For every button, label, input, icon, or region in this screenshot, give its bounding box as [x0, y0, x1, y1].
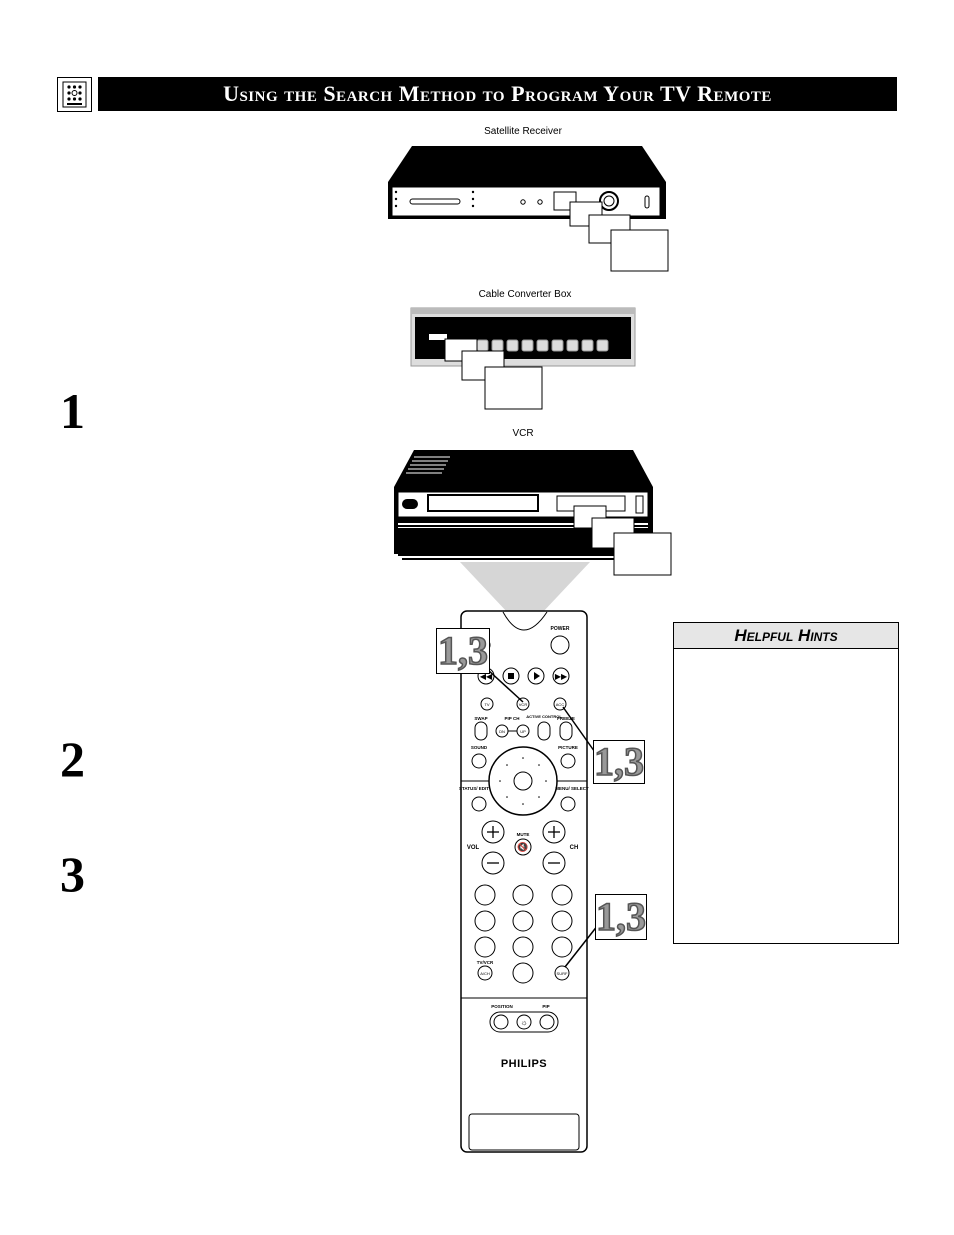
play-icon	[534, 672, 540, 680]
key-8[interactable]	[512, 936, 534, 958]
tv-button[interactable]	[480, 697, 494, 711]
cable-box-illustration	[410, 307, 636, 410]
acc-label: ACC	[556, 702, 565, 707]
fast-forward-button[interactable]	[552, 667, 570, 685]
menu-select-button[interactable]	[560, 796, 576, 812]
picture-label: PICTURE	[558, 745, 578, 750]
key-7[interactable]	[474, 936, 496, 958]
picture-button[interactable]	[560, 753, 576, 769]
cable-caption: Cable Converter Box	[478, 289, 572, 300]
remote-icon	[57, 77, 92, 112]
mute-label: MUTE	[517, 832, 530, 837]
brand-logo: PHILIPS	[501, 1058, 547, 1070]
pip-ch-label: PIP CH	[505, 716, 520, 721]
pip-button[interactable]	[539, 1014, 555, 1030]
key-3[interactable]	[551, 884, 573, 906]
step-3-number: 3	[60, 846, 85, 902]
active-control-button[interactable]	[537, 721, 551, 741]
step-2-number: 2	[60, 731, 85, 787]
freeze-label: FREEZE	[557, 716, 575, 721]
callout-lines	[487, 669, 599, 968]
key-2[interactable]	[512, 884, 534, 906]
vol-label: VOL	[467, 845, 480, 851]
ach-label: A/CH	[480, 971, 490, 976]
swap-button[interactable]	[474, 721, 488, 741]
swap-label: SWAP	[474, 716, 487, 721]
page-title: Using the Search Method to Program Your …	[98, 77, 897, 111]
power-button[interactable]	[550, 635, 570, 655]
callout-bottom-tag: 1,3	[595, 894, 647, 940]
ir-beam	[460, 562, 590, 613]
stop-icon	[508, 673, 514, 679]
step-1-number: 1	[60, 383, 85, 439]
key-1[interactable]	[474, 884, 496, 906]
helpful-hints-box: Helpful Hints	[673, 622, 899, 944]
key-9[interactable]	[551, 936, 573, 958]
satellite-receiver-illustration	[388, 146, 669, 272]
key-6[interactable]	[551, 910, 573, 932]
light-button[interactable]	[516, 1014, 532, 1030]
position-button[interactable]	[493, 1014, 509, 1030]
dn-label: DN	[499, 729, 505, 734]
pip-label: PIP	[542, 1004, 549, 1009]
helpful-hints-title: Helpful Hints	[674, 623, 898, 649]
ch-label: CH	[570, 845, 579, 851]
key-4[interactable]	[474, 910, 496, 932]
position-label: POSITION	[491, 1004, 513, 1009]
vcr-label: VCR	[519, 702, 528, 707]
tv-vcr-label: TV/VCR	[477, 960, 494, 965]
vcr-illustration	[394, 450, 672, 576]
speaker-mute-icon: 🔇	[517, 841, 528, 852]
freeze-button[interactable]	[559, 721, 573, 741]
status-edit-button[interactable]	[471, 796, 487, 812]
rewind-icon: ◀◀	[480, 672, 493, 681]
vcr-button[interactable]	[516, 697, 530, 711]
menu-select-label: MENU/ SELECT	[555, 786, 589, 791]
sound-button[interactable]	[471, 753, 487, 769]
power-label: POWER	[551, 626, 570, 632]
surf-label: SURF	[557, 971, 568, 976]
vcr-caption: VCR	[512, 428, 534, 439]
up-label: UP	[520, 729, 526, 734]
tv-label: TV	[484, 702, 489, 707]
key-0[interactable]	[512, 962, 534, 984]
nav-center-button[interactable]	[513, 771, 533, 791]
status-edit-label: STATUS/ EDIT	[459, 786, 489, 791]
remote-control: POWER ◀◀ ▶▶ TV VCR ACC SWAP PIP CH ACTIV…	[459, 610, 589, 1153]
callout-top-tag: 1,3	[436, 628, 490, 674]
surf-button[interactable]	[554, 965, 570, 981]
satellite-caption: Satellite Receiver	[484, 126, 562, 137]
callout-middle-tag: 1,3	[593, 739, 645, 784]
ach-button[interactable]	[477, 965, 493, 981]
light-icon: ☼	[520, 1018, 527, 1027]
sound-label: SOUND	[471, 745, 488, 750]
fast-forward-icon: ▶▶	[555, 672, 568, 681]
key-5[interactable]	[512, 910, 534, 932]
mute-button[interactable]	[514, 838, 532, 856]
active-control-label: ACTIVE CONTROL	[526, 714, 562, 719]
